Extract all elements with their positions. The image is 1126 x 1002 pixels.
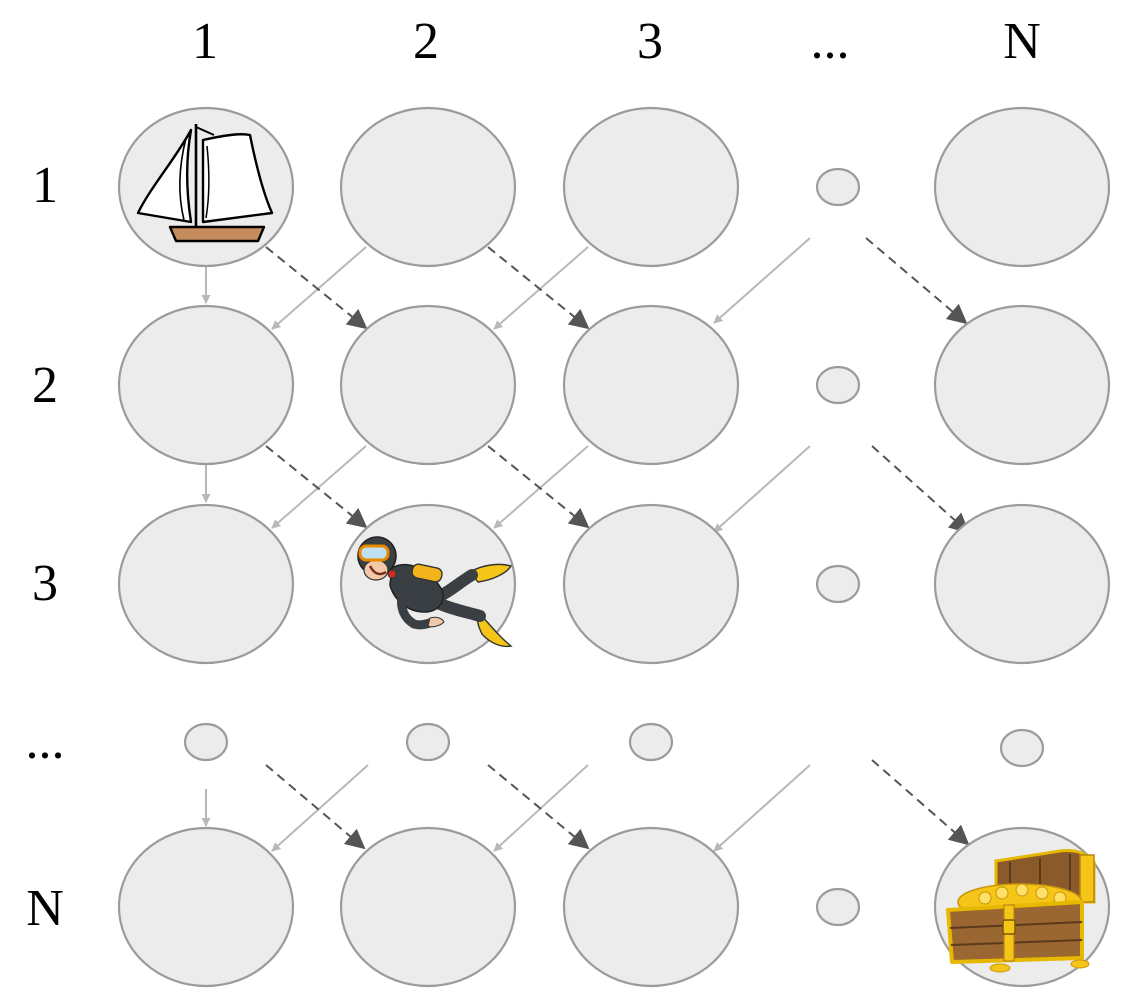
column-label-ellipsis: ... <box>811 13 850 70</box>
arrow-diag-dashed <box>865 237 968 325</box>
row-label-3: 3 <box>32 555 58 612</box>
arrow-diag-solid <box>713 445 811 533</box>
arrow-diag-dashed <box>871 759 970 846</box>
row-label-2: 2 <box>32 357 58 414</box>
column-label-3: 3 <box>637 13 663 70</box>
arrow-diag-dashed <box>265 246 368 330</box>
arrow-diag-solid <box>493 246 589 330</box>
arrow-diag-dashed <box>487 764 590 850</box>
column-label-2: 2 <box>413 13 439 70</box>
node-r2-c1 <box>117 304 295 466</box>
arrow-diag-solid <box>271 445 367 529</box>
arrows <box>201 237 970 852</box>
arrow-diag-dashed <box>487 445 590 529</box>
node-r3-c1 <box>117 503 295 665</box>
row-label-1: 1 <box>32 157 58 214</box>
row-label-ellipsis: ... <box>26 713 65 770</box>
node-r1-c2 <box>339 106 517 268</box>
arrow-diag-dashed <box>265 445 368 529</box>
node-rn-c2 <box>339 826 517 988</box>
column-label-1: 1 <box>192 13 218 70</box>
column-label-n: N <box>1003 13 1041 70</box>
node-r2-cn <box>933 304 1111 466</box>
node-r1-ellipsis <box>815 167 861 207</box>
arrow-diag-dashed <box>265 764 366 850</box>
treasure-chest-icon <box>946 849 1096 973</box>
node-r1-c3 <box>562 106 740 268</box>
grid-nodes <box>117 106 1111 988</box>
arrow-diag-dashed <box>871 445 970 534</box>
node-r3-c3 <box>562 503 740 665</box>
arrow-diag-solid <box>713 237 811 324</box>
node-ellipsis-c2 <box>405 722 451 762</box>
arrow-diag-solid <box>271 246 367 330</box>
node-r3-cn <box>933 503 1111 665</box>
node-ellipsis-c3 <box>628 722 674 762</box>
node-r3-ellipsis <box>815 564 861 604</box>
sailboat-icon <box>136 124 274 243</box>
node-rn-ellipsis <box>815 887 861 927</box>
scuba-diver-icon <box>357 536 513 648</box>
column-labels: 1 2 3 ... N <box>192 13 1041 70</box>
node-r2-c2 <box>339 304 517 466</box>
node-r2-c3 <box>562 304 740 466</box>
row-labels: 1 2 3 ... N <box>26 157 65 937</box>
node-r2-ellipsis <box>815 365 861 405</box>
node-ellipsis-c1 <box>183 722 229 762</box>
row-label-n: N <box>26 880 64 937</box>
arrow-diag-dashed <box>487 246 590 330</box>
node-rn-c1 <box>117 826 295 988</box>
arrow-diag-solid <box>271 764 369 852</box>
node-rn-c3 <box>562 826 740 988</box>
node-r1-cn <box>933 106 1111 268</box>
arrow-diag-solid <box>493 445 589 529</box>
node-ellipsis-cn <box>999 728 1045 768</box>
arrow-diag-solid <box>713 764 811 852</box>
